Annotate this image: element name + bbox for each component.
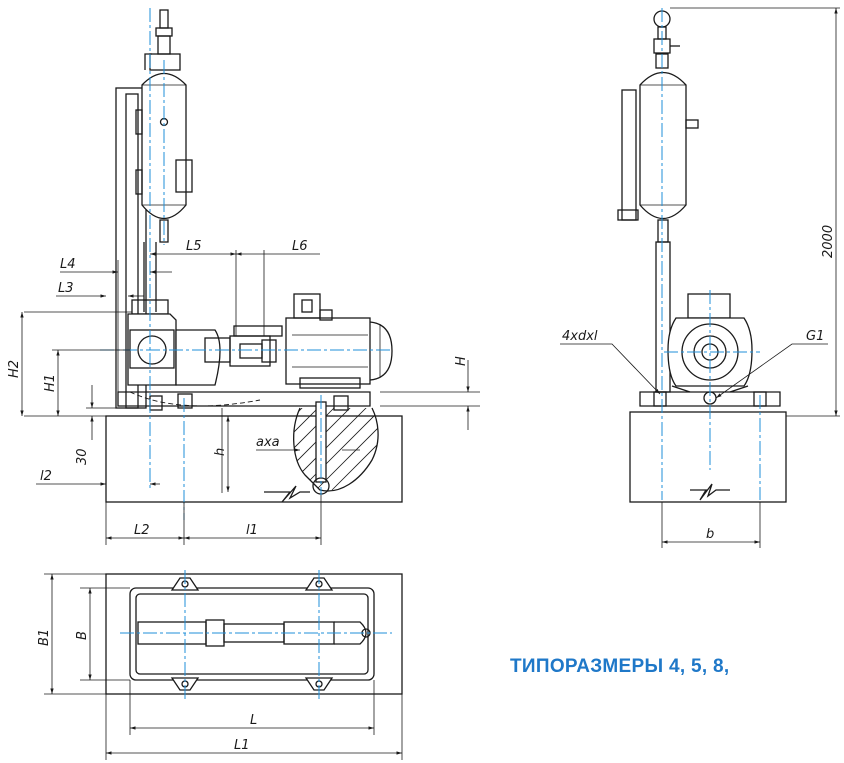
dim-L3: L3 [58, 281, 74, 296]
dim-L2: L2 [134, 523, 150, 538]
dim-L6: L6 [292, 239, 308, 254]
front-dimension-labels: L5 L6 L4 L3 H2 H1 H 30 h axa l2 L2 l1 [7, 239, 469, 538]
dim-G1: G1 [806, 329, 824, 344]
dim-b: b [706, 527, 714, 542]
valve-stem [157, 35, 171, 55]
valve-body [155, 27, 173, 37]
dim-L4: L4 [60, 257, 76, 272]
electric-motor [285, 317, 371, 385]
plan-dimension-labels: B1 B L L1 [37, 629, 257, 753]
dim-30: 30 [75, 448, 90, 465]
dim-l2: l2 [40, 469, 52, 484]
dim-l1: l1 [246, 523, 258, 538]
dim-H: H [454, 356, 469, 366]
side-column [655, 241, 671, 393]
side-base-frame [639, 391, 781, 407]
dim-H1: H1 [43, 374, 58, 392]
front-view [20, 8, 480, 545]
plan-frame-outer [129, 587, 375, 681]
foundation-block [105, 415, 403, 503]
side-terminal-box [687, 293, 731, 319]
dim-B: B [75, 631, 90, 640]
gauge-fitting [159, 9, 169, 29]
dim-L: L [250, 713, 257, 728]
plan-frame-inner [135, 593, 369, 675]
dim-4xdxl: 4xdxl [562, 329, 598, 344]
side-dimension-labels: 2000 4xdxl G1 b [562, 225, 836, 542]
dim-2000: 2000 [821, 225, 836, 258]
plan-view [44, 570, 403, 760]
pressure-switch [175, 159, 193, 193]
side-vessel [639, 71, 687, 220]
series-title: ТИПОРАЗМЕРЫ 4, 5, 8, [510, 656, 730, 677]
side-pipe [621, 89, 637, 221]
side-foundation [629, 411, 787, 503]
dim-H2: H2 [7, 360, 22, 378]
dim-L1: L1 [234, 738, 250, 753]
stand-plate-inner [125, 93, 139, 409]
plan-foundation [105, 573, 403, 695]
base-frame [117, 391, 371, 407]
side-view [560, 7, 840, 548]
dim-L5: L5 [186, 239, 202, 254]
dim-h: h [213, 448, 228, 456]
dim-axa: axa [256, 435, 280, 450]
vessel-neck [149, 53, 181, 71]
dim-B1: B1 [37, 629, 52, 646]
terminal-box [293, 293, 321, 319]
pump-bearing-housing [175, 329, 221, 386]
